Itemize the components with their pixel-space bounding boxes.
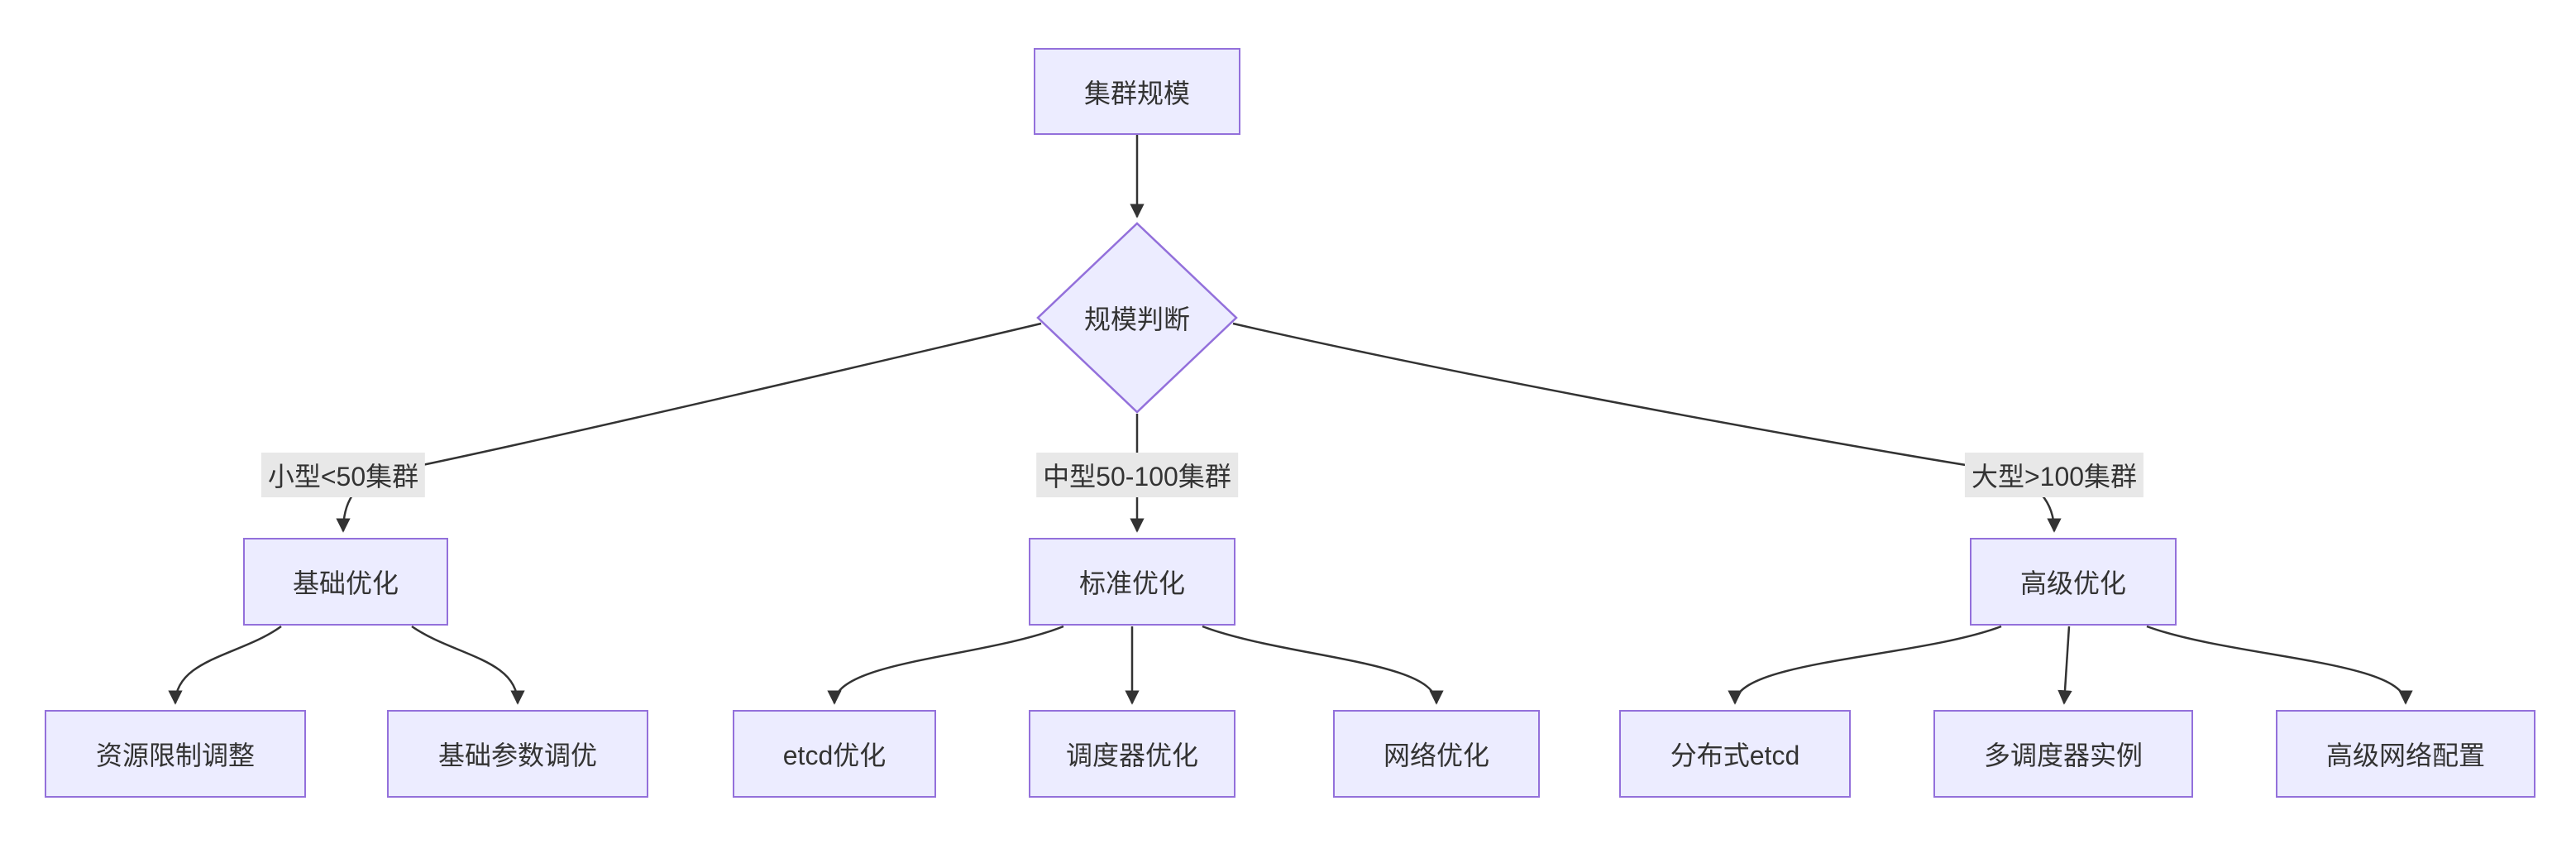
node-network-optimization: 网络优化 <box>1333 710 1540 798</box>
decision-diamond-shape <box>1036 222 1238 414</box>
edge-standard-to-etcd <box>827 625 1064 705</box>
node-network-optimization-label: 网络优化 <box>1383 741 1489 770</box>
edge-advanced-to-multi-scheduler <box>2057 626 2072 705</box>
edge-advanced-to-adv-network <box>2146 625 2413 705</box>
node-basic-param-tuning-label: 基础参数调优 <box>437 741 597 770</box>
node-basic-optimization-label: 基础优化 <box>292 568 399 598</box>
node-advanced-network-config: 高级网络配置 <box>2276 710 2535 798</box>
node-multi-scheduler-instances-label: 多调度器实例 <box>1983 741 2143 770</box>
node-scheduler-optimization-label: 调度器优化 <box>1065 741 1198 770</box>
node-distributed-etcd: 分布式etcd <box>1619 710 1851 798</box>
node-scheduler-optimization: 调度器优化 <box>1029 710 1235 798</box>
node-cluster-scale-label: 集群规模 <box>1083 78 1190 108</box>
node-basic-optimization: 基础优化 <box>243 538 448 626</box>
node-advanced-network-config-label: 高级网络配置 <box>2325 741 2485 770</box>
node-advanced-optimization: 高级优化 <box>1970 538 2177 626</box>
node-advanced-optimization-label: 高级优化 <box>2019 568 2126 598</box>
node-standard-optimization: 标准优化 <box>1029 538 1235 626</box>
node-distributed-etcd-label: 分布式etcd <box>1670 741 1800 770</box>
edge-label-large-cluster: 大型>100集群 <box>1964 453 2144 497</box>
node-standard-optimization-label: 标准优化 <box>1078 568 1185 598</box>
node-basic-param-tuning: 基础参数调优 <box>387 710 648 798</box>
node-resource-limit-tuning-label: 资源限制调整 <box>95 741 255 770</box>
node-etcd-optimization: etcd优化 <box>733 710 936 798</box>
edge-decision-to-advanced <box>1232 322 2062 533</box>
edge-label-small-cluster: 小型<50集群 <box>260 453 426 497</box>
node-scale-decision-label: 规模判断 <box>1083 305 1190 334</box>
node-etcd-optimization-label: etcd优化 <box>782 741 887 770</box>
node-scale-decision: 规模判断 <box>1038 223 1236 412</box>
node-resource-limit-tuning: 资源限制调整 <box>45 710 306 798</box>
edge-advanced-to-dist-etcd <box>1728 625 2002 705</box>
node-cluster-scale: 集群规模 <box>1034 48 1240 135</box>
node-multi-scheduler-instances: 多调度器实例 <box>1933 710 2193 798</box>
edge-standard-to-network <box>1202 625 1444 705</box>
edge-basic-to-resource-limit <box>168 625 282 705</box>
edge-label-medium-cluster: 中型50-100集群 <box>1036 453 1238 497</box>
edge-decision-to-basic <box>336 322 1042 533</box>
edge-basic-to-basic-params <box>411 625 525 705</box>
